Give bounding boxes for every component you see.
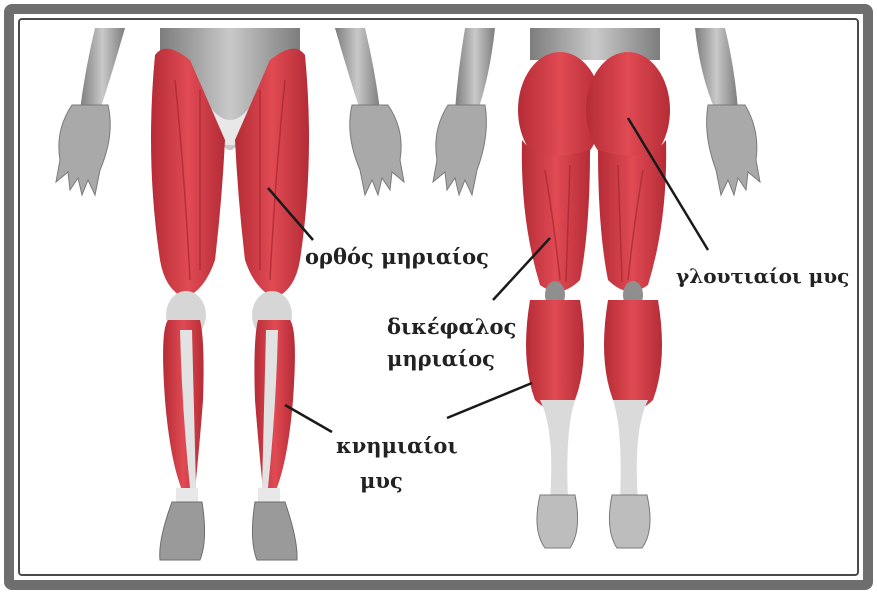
left-hamstring-muscle xyxy=(522,140,590,291)
back-right-arm xyxy=(695,28,738,110)
right-calf-muscle xyxy=(604,300,662,410)
label-rectus-femoris: ορθός μηριαίος xyxy=(305,244,489,269)
front-right-arm xyxy=(335,28,380,110)
front-right-foot xyxy=(252,502,297,560)
front-left-hand xyxy=(56,105,110,195)
label-tibial-line2: μυς xyxy=(360,468,403,493)
back-right-achilles xyxy=(613,400,648,500)
leader-tibial-back xyxy=(447,383,532,418)
back-left-arm xyxy=(455,28,495,110)
label-tibial-line1: κνημιαίοι xyxy=(336,433,458,458)
label-biceps-femoris-line1: δικέφαλος xyxy=(387,314,516,339)
back-left-hand xyxy=(433,105,486,195)
leader-tibial-front xyxy=(285,405,332,432)
back-right-hand xyxy=(707,105,760,195)
front-right-hand xyxy=(350,105,404,195)
front-view-figure xyxy=(56,28,404,560)
back-view-figure xyxy=(433,28,760,548)
left-calf-muscle xyxy=(526,300,584,410)
label-gluteal-muscles: γλουτιαίοι μυς xyxy=(676,264,849,288)
label-biceps-femoris-line2: μηριαίος xyxy=(387,346,495,371)
back-left-heel xyxy=(537,495,578,548)
back-right-heel xyxy=(609,495,650,548)
front-left-arm xyxy=(80,28,125,110)
front-left-foot xyxy=(160,502,205,560)
back-left-achilles xyxy=(540,400,575,500)
